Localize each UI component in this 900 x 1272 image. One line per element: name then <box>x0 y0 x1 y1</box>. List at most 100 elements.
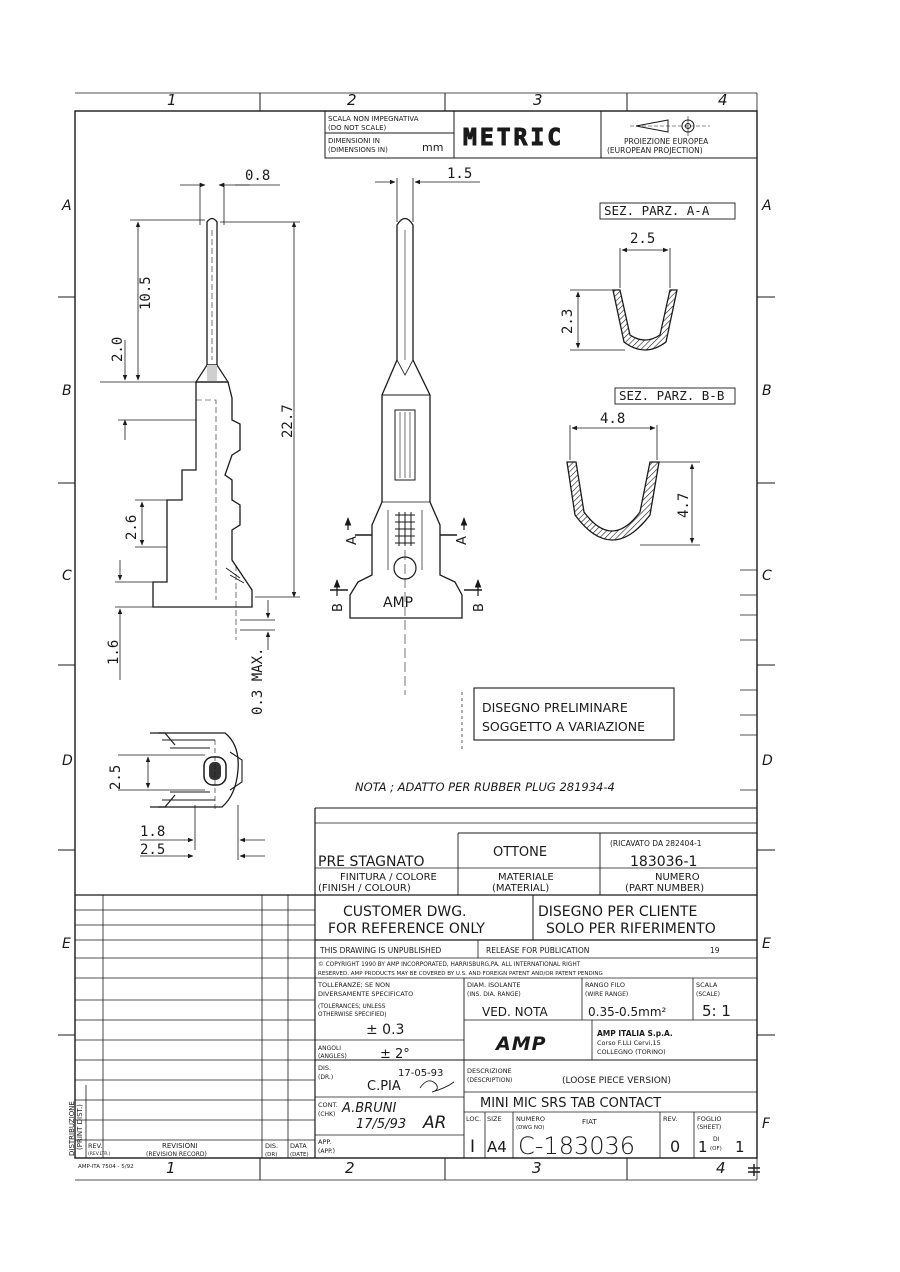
tolerance-value: ± 0.3 <box>366 1022 404 1038</box>
title-block: (RICAVATO DA 282404-1 PRE STAGNATO OTTON… <box>314 807 757 1160</box>
scale-value: 5: 1 <box>702 1002 731 1020</box>
description-label-en: (DESCRIPTION) <box>467 1077 512 1084</box>
metric-label: METRIC <box>463 125 564 151</box>
contact-stamp: AMP <box>383 595 413 611</box>
customer-it-2: SOLO PER RIFERIMENTO <box>546 921 716 937</box>
front-view: AMP 1.5 A A B B <box>330 166 487 695</box>
projection-it: PROIEZIONE EUROPEA <box>624 137 709 146</box>
footer-code: AMP-ITA 7504 - 5/92 <box>78 1164 134 1170</box>
dwg-number-value: C-183036 <box>518 1132 635 1160</box>
dis-col-label-en: (DR) <box>265 1152 277 1158</box>
drawn-label-en: (DR.) <box>318 1074 333 1081</box>
sheet-total: 1 <box>735 1138 745 1156</box>
material-label-en: (MATERIAL) <box>492 883 549 894</box>
end-view: 2.5 1.8 2.5 <box>108 732 265 860</box>
checked-by: A.BRUNI <box>341 1101 396 1116</box>
unpublished-note: THIS DRAWING IS UNPUBLISHED <box>319 946 442 955</box>
data-col-label: DATA <box>290 1142 307 1150</box>
dim-end-width-a: 1.8 <box>140 824 165 840</box>
dim-side-base: 1.6 <box>106 640 122 665</box>
material-label: MATERIALE <box>498 872 554 883</box>
row-left-b: B <box>62 383 72 399</box>
row-right-b: B <box>762 383 772 399</box>
sheet-border <box>58 92 775 1181</box>
scale-note-en: (DO NOT SCALE) <box>328 124 387 132</box>
finish-value: PRE STAGNATO <box>318 854 425 870</box>
amp-logo: AMP <box>494 1033 547 1055</box>
dims-unit: mm <box>422 141 443 154</box>
row-left-c: C <box>62 568 72 584</box>
company-city: COLLEGNO (TORINO) <box>597 1048 666 1056</box>
row-right-a: A <box>761 198 772 214</box>
angles-label: ANGOLI <box>318 1045 341 1052</box>
wire-label: RANGO FILO <box>585 981 625 989</box>
row-left-a: A <box>61 198 72 214</box>
zone-labels: 1 2 3 4 1 2 3 4 A B C D E A B C D E F <box>61 91 773 1177</box>
dim-side-tip-length: 10.5 <box>138 276 154 310</box>
dim-end-height: 2.5 <box>108 765 124 790</box>
company-address: Corso F.LLI Cervi,15 <box>597 1039 661 1047</box>
rev-label: REV. <box>663 1115 677 1123</box>
insulation-label: DIAM. ISOLANTE <box>467 981 520 989</box>
wire-label-en: (WIRE RANGE) <box>585 991 628 998</box>
description-version: (LOOSE PIECE VERSION) <box>562 1076 671 1086</box>
copyright-line-1: © COPYRIGHT 1990 BY AMP INCORPORATED, HA… <box>318 961 581 968</box>
zone-bottom-4: 4 <box>716 1159 726 1177</box>
row-right-f: F <box>762 1116 771 1132</box>
projection-symbol-icon <box>630 116 710 136</box>
revision-block: DISTRIBUZIONE (PRINT DIST.) REV. (REV.LT… <box>68 894 315 1158</box>
approved-label: APP. <box>318 1138 331 1146</box>
row-right-e: E <box>762 936 771 952</box>
scale-label-en: (SCALE) <box>696 991 720 998</box>
rev-col-label: REV. <box>88 1142 102 1150</box>
row-right-c: C <box>762 568 772 584</box>
release-note: RELEASE FOR PUBLICATION <box>486 946 589 955</box>
copyright-line-2: RESERVED. AMP PRODUCTS MAY BE COVERED BY… <box>318 971 603 977</box>
checked-initials: AR <box>422 1113 446 1133</box>
dim-side-tip-width: 0.8 <box>245 168 270 184</box>
distribution-label-en: (PRINT DIST.) <box>76 1104 84 1150</box>
dim-section-b-height: 4.7 <box>676 493 692 518</box>
insulation-label-en: (INS. DIA. RANGE) <box>467 991 521 998</box>
header-block: SCALA NON IMPEGNATIVA (DO NOT SCALE) DIM… <box>324 110 758 159</box>
cut-a-left: A <box>345 536 360 545</box>
stamp-line-1: DISEGNO PRELIMINARE <box>482 700 628 715</box>
sheet-label-en: (SHEET) <box>697 1124 721 1131</box>
checked-date: 17/5/93 <box>356 1117 406 1132</box>
size-label: SIZE <box>487 1115 502 1123</box>
loc-label: LOC. <box>466 1115 481 1123</box>
section-a-a: SEZ. PARZ. A-A 2.5 2.3 <box>560 202 736 351</box>
cut-a-right: A <box>455 536 470 545</box>
angles-value: ± 2° <box>380 1047 410 1062</box>
row-left-e: E <box>62 936 71 952</box>
angles-label-en: (ANGLES) <box>318 1053 347 1060</box>
corner-mark-icon <box>748 1164 760 1176</box>
insulation-value: VED. NOTA <box>482 1005 548 1019</box>
approved-label-en: (APP.) <box>318 1148 335 1155</box>
preliminary-stamp: DISEGNO PRELIMINARE SOGGETTO A VARIAZION… <box>461 687 675 750</box>
scale-label: SCALA <box>696 981 718 989</box>
derived-from: (RICAVATO DA 282404-1 <box>610 839 702 848</box>
part-label-en: (PART NUMBER) <box>625 883 704 894</box>
dwg-number-label-en: (DWG NO) <box>516 1125 544 1131</box>
stamp-line-2: SOGGETTO A VARIAZIONE <box>482 719 645 734</box>
sheet-value: 1 <box>698 1138 708 1156</box>
description-label: DESCRIZIONE <box>467 1067 512 1075</box>
dim-section-b-width: 4.8 <box>600 411 625 427</box>
side-view: 0.8 10.5 2.0 22.7 2.6 1.6 0.3 MAX. <box>100 168 300 715</box>
size-value: A4 <box>487 1138 507 1156</box>
zone-top-4: 4 <box>718 91 728 109</box>
sheet-of-en: (OF) <box>710 1146 722 1152</box>
section-b-label: SEZ. PARZ. B-B <box>619 388 724 403</box>
zone-bottom-1: 1 <box>166 1159 176 1177</box>
dim-section-a-height: 2.3 <box>560 309 576 334</box>
checked-label-en: (CHK) <box>318 1111 335 1118</box>
scale-note-it: SCALA NON IMPEGNATIVA <box>328 115 419 123</box>
row-right-d: D <box>762 753 773 769</box>
sheet-of: DI <box>713 1136 720 1143</box>
dim-overall-length: 22.7 <box>280 404 296 438</box>
drawn-label: DIS. <box>318 1064 331 1072</box>
dim-section-a-width: 2.5 <box>630 231 655 247</box>
part-number-value: 183036-1 <box>630 854 697 870</box>
